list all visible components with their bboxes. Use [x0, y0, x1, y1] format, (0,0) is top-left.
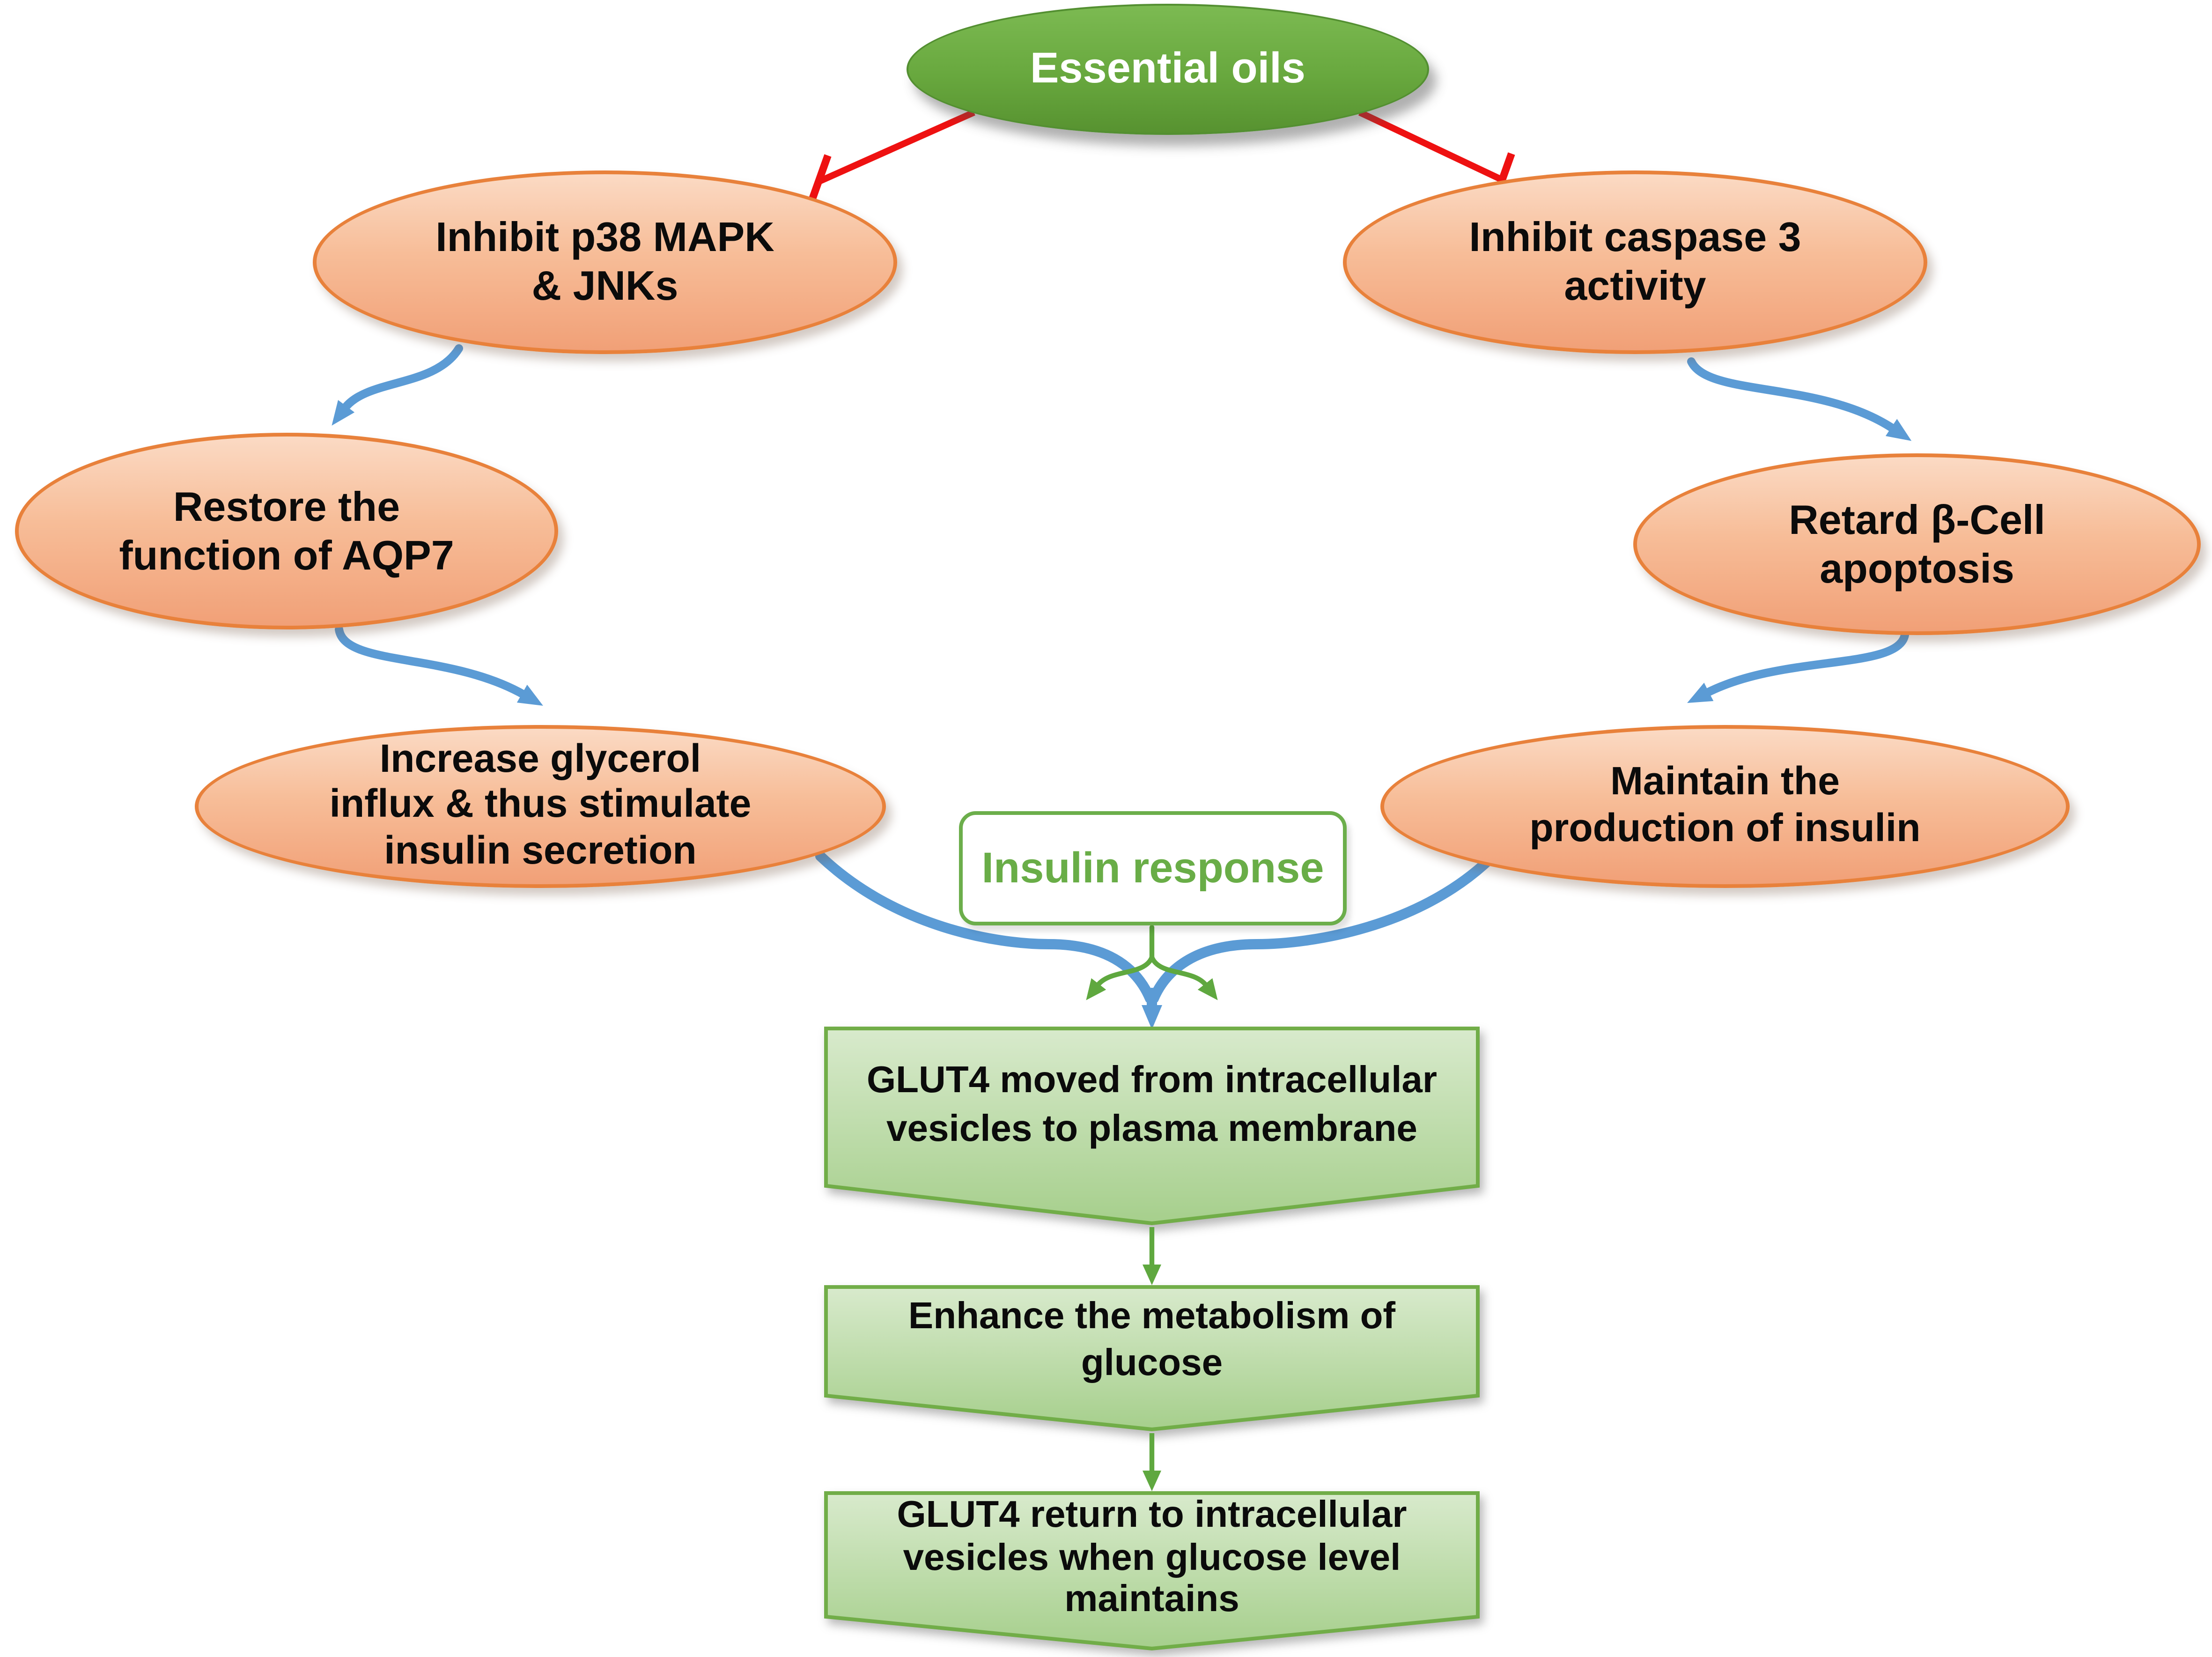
enhance-glucose-metabolism-box [824, 1285, 1480, 1432]
node-essential-oils: Essential oils [907, 4, 1429, 135]
insulin-response-split-arrows [1086, 925, 1218, 1000]
glut4-return-box [824, 1491, 1480, 1651]
node-glut4-return-label: GLUT4 return to intracellular vesicles w… [897, 1495, 1407, 1621]
node-maintain-insulin-production: Maintain the production of insulin [1380, 725, 2070, 888]
node-inhibit-p38-mapk-jnks: Inhibit p38 MAPK & JNKs [313, 170, 897, 354]
flow-arrow-aqp7-to-glycerol [335, 625, 543, 706]
node-retard-beta-cell-apoptosis: Retard β-Cell apoptosis [1633, 453, 2201, 635]
node-glut4-to-membrane-label: GLUT4 moved from intracellular vesicles … [866, 1061, 1437, 1150]
flow-arrow-p38-to-aqp7 [332, 344, 463, 426]
glut4-to-membrane-box [824, 1027, 1480, 1226]
node-inhibit-caspase3: Inhibit caspase 3 activity [1343, 170, 1927, 354]
flow-arrow-caspase-to-apoptosis [1687, 357, 1912, 441]
node-enhance-glucose-metabolism-label: Enhance the metabolism of glucose [908, 1296, 1396, 1384]
inhibition-arrow-left [805, 109, 975, 209]
node-restore-aqp7: Restore the function of AQP7 [15, 433, 558, 629]
flow-arrow-apoptosis-to-insulin [1687, 631, 1909, 703]
node-insulin-response: Insulin response [959, 811, 1347, 925]
node-increase-glycerol-influx: Increase glycerol influx & thus stimulat… [195, 725, 886, 888]
